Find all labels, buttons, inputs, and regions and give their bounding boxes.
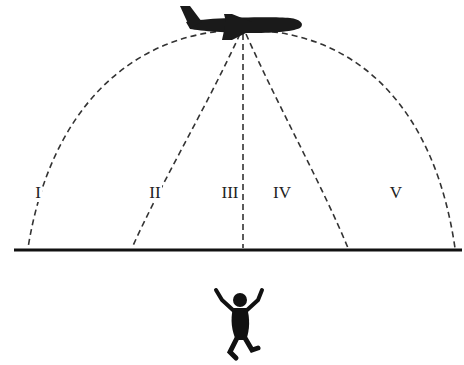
trajectory-path (132, 34, 240, 248)
child-figure (216, 290, 262, 358)
trajectory-label: IV (272, 184, 292, 202)
trajectory-path (28, 30, 236, 248)
airplane-icon (180, 6, 302, 40)
trajectory-label: III (221, 184, 240, 202)
trajectory-path (252, 30, 455, 248)
trajectory-label: I (34, 184, 42, 202)
ground-line (14, 249, 462, 252)
trajectory-path (242, 34, 244, 248)
trajectory-path (246, 34, 348, 248)
trajectory-label: II (148, 184, 161, 202)
trajectory-label: V (389, 184, 403, 202)
